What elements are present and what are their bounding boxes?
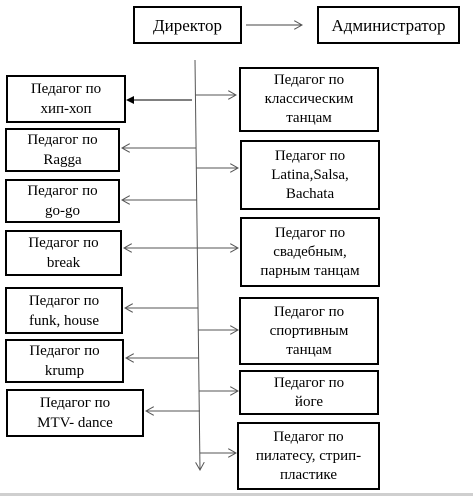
node-hiphop: Педагог по хип-хоп bbox=[6, 75, 126, 123]
node-latina: Педагог по Latina,Salsa, Bachata bbox=[240, 140, 380, 210]
node-pilates: Педагог по пилатесу, стрип- пластике bbox=[237, 422, 380, 490]
node-wedding: Педагог по свадебным, парным танцам bbox=[240, 217, 380, 287]
node-break: Педагог по break bbox=[5, 230, 122, 276]
node-gogo: Педагог по go-go bbox=[5, 179, 120, 223]
bottom-divider bbox=[0, 493, 473, 496]
node-mtv: Педагог по MTV- dance bbox=[6, 389, 144, 437]
node-yoga: Педагог по йоге bbox=[239, 370, 379, 415]
node-director: Директор bbox=[133, 6, 242, 44]
node-admin: Администратор bbox=[317, 6, 460, 44]
node-classic: Педагог по классическим танцам bbox=[239, 67, 379, 132]
trunk-line bbox=[194, 59, 200, 470]
node-funk: Педагог по funk, house bbox=[5, 287, 123, 334]
node-ragga: Педагог по Ragga bbox=[5, 128, 120, 172]
node-sport: Педагог по спортивным танцам bbox=[239, 297, 379, 365]
node-krump: Педагог по krump bbox=[5, 339, 124, 383]
